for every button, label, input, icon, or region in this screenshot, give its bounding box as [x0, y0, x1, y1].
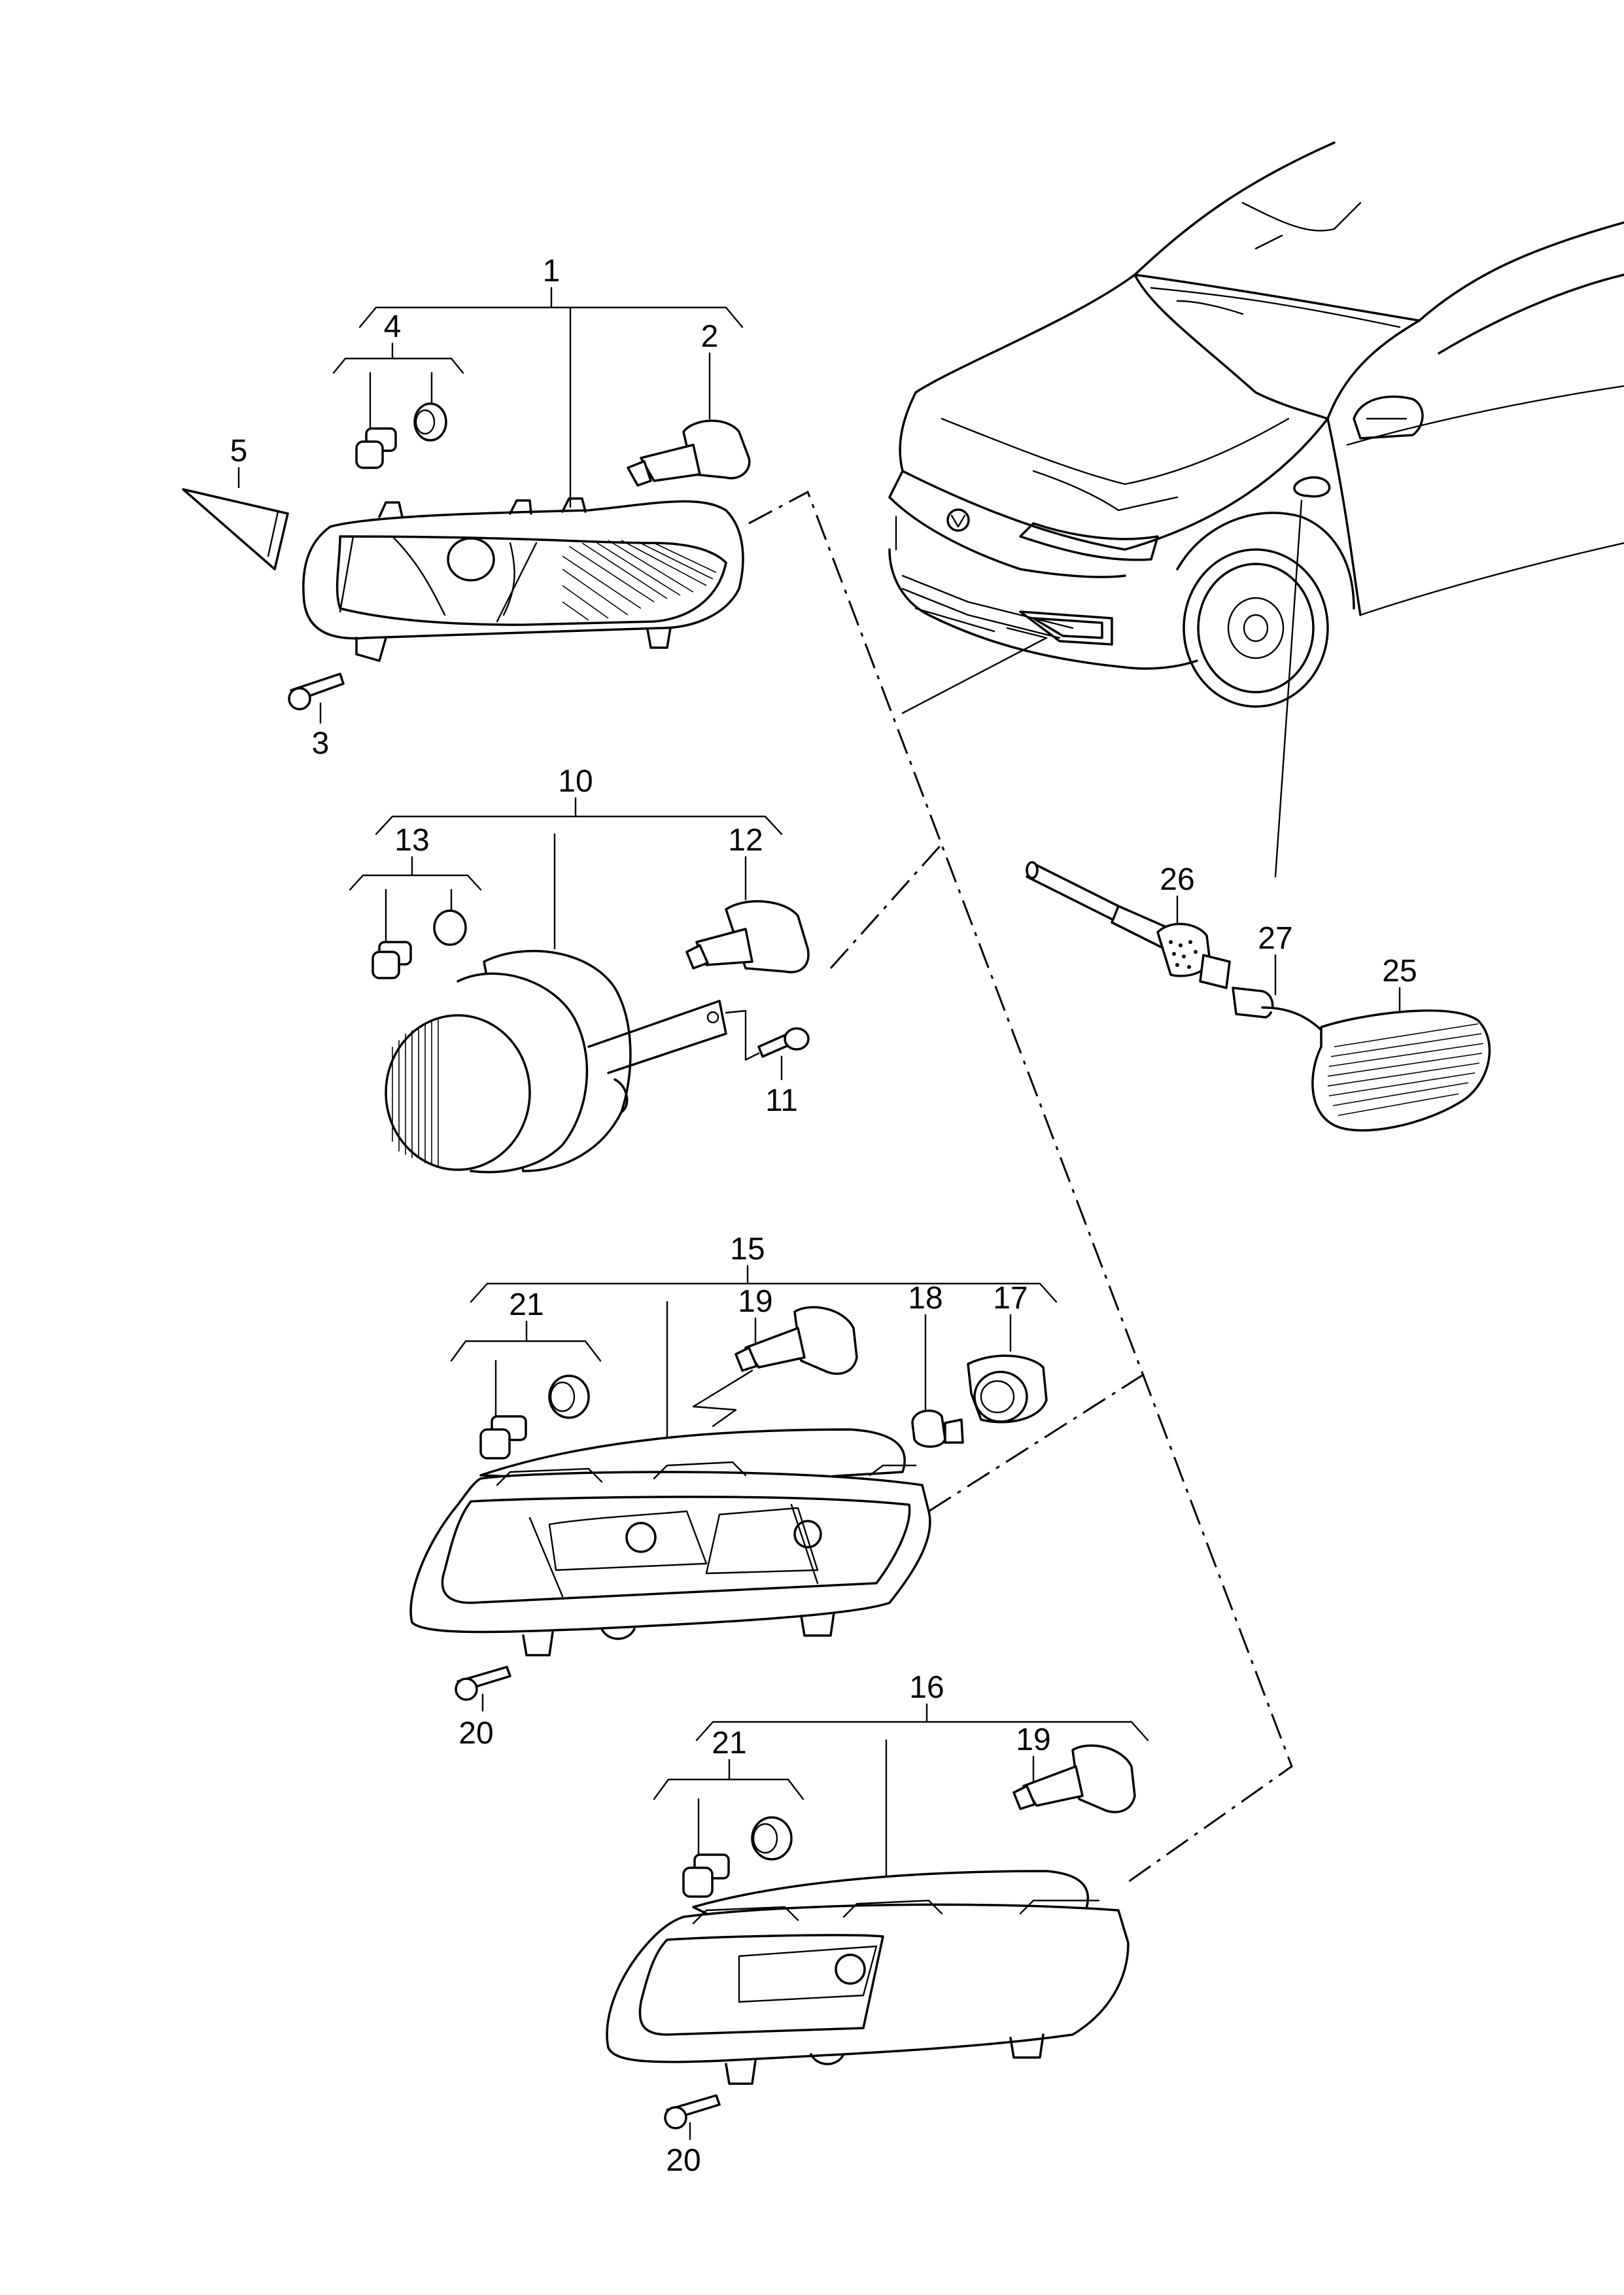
label-part-2: 2 — [701, 319, 719, 354]
reference-lines — [748, 490, 1293, 1885]
label-part-10: 10 — [558, 764, 593, 799]
label-part-20-upper: 20 — [458, 1716, 493, 1751]
fog-light-assembly — [349, 797, 810, 1174]
label-part-18: 18 — [908, 1281, 942, 1316]
label-part-20-lower: 20 — [666, 2143, 700, 2178]
label-part-15: 15 — [730, 1232, 765, 1267]
label-part-3: 3 — [312, 726, 330, 761]
label-part-27: 27 — [1258, 921, 1292, 956]
part-number-labels: 1 2 3 4 5 10 11 12 13 15 17 18 19 20 21 … — [230, 254, 1417, 2178]
label-part-25: 25 — [1382, 954, 1417, 989]
label-part-1: 1 — [543, 254, 561, 289]
side-marker-assembly — [1026, 861, 1491, 1132]
vehicle-front-illustration — [888, 141, 1624, 878]
label-part-16: 16 — [909, 1670, 944, 1705]
drl-assembly-lower — [606, 1703, 1149, 2141]
label-part-11: 11 — [765, 1083, 798, 1118]
label-part-21-lower: 21 — [712, 1726, 746, 1761]
label-part-12: 12 — [728, 823, 763, 858]
headlight-assembly — [182, 287, 751, 724]
label-part-19-upper: 19 — [738, 1284, 772, 1319]
drl-assembly-upper — [409, 1265, 1058, 1712]
label-part-4: 4 — [384, 309, 402, 344]
label-part-19-lower: 19 — [1016, 1723, 1050, 1757]
label-part-13: 13 — [394, 823, 429, 858]
label-part-21-upper: 21 — [509, 1288, 544, 1322]
label-part-26: 26 — [1160, 862, 1194, 897]
label-part-17: 17 — [993, 1281, 1028, 1316]
label-part-5: 5 — [230, 434, 248, 468]
